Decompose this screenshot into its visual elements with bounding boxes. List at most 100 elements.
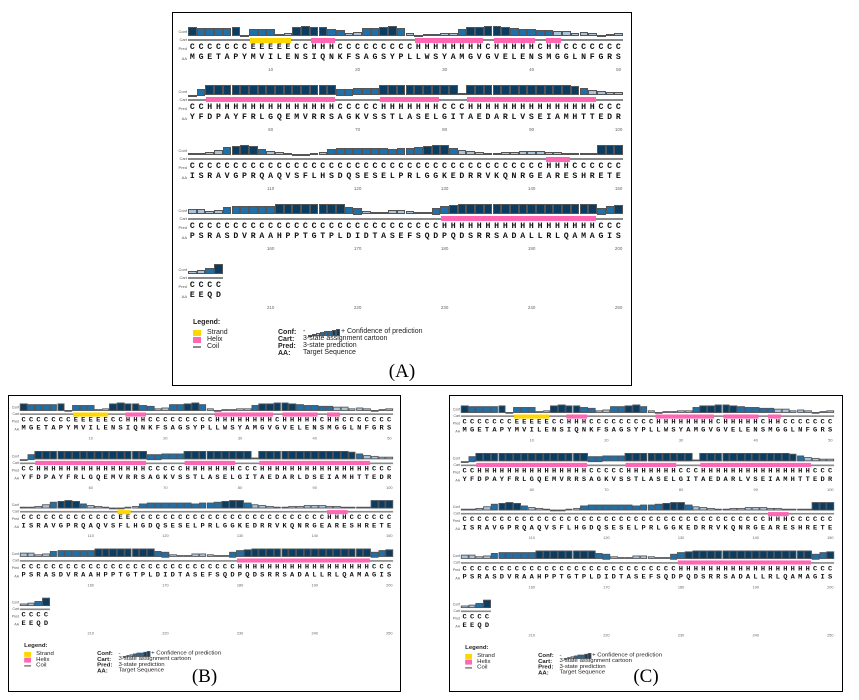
legend-strand: Strand	[477, 653, 495, 659]
confidence-bar	[231, 26, 241, 36]
legend-helix-swatch	[465, 659, 473, 665]
confidence-bar	[595, 410, 603, 413]
confidence-bar	[819, 501, 827, 511]
confidence-bar	[483, 506, 491, 511]
legend-key-pred_key: Pred:	[278, 343, 296, 350]
position-tick-label: 210	[266, 305, 275, 310]
confidence-bar	[535, 411, 543, 413]
confidence-bar	[169, 453, 177, 460]
helix-segment	[310, 37, 335, 43]
legend-coil: Coil	[477, 664, 488, 671]
confidence-bar	[273, 451, 282, 460]
prediction-sequence: CCCCCCCCCCCCCEECCCCCCCCCCCCCCCCCCCCCCCCC…	[21, 514, 395, 522]
confidence-bar	[535, 507, 543, 511]
confidence-bar	[248, 145, 258, 155]
confidence-bar	[116, 402, 125, 411]
position-tick-label: 60	[88, 485, 93, 490]
amino-acid-sequence: EEQD	[21, 619, 52, 628]
confidence-bar	[213, 555, 222, 558]
confidence-bar	[266, 150, 275, 155]
confidence-bar	[501, 151, 510, 155]
position-tick-label: 250	[614, 305, 623, 310]
confidence-bar	[353, 88, 362, 96]
position-tick-label: 220	[353, 305, 362, 310]
confidence-bar	[251, 457, 259, 460]
position-tick-label: 240	[752, 633, 759, 638]
row-label-conf: Conf	[452, 455, 461, 461]
confidence-bar	[303, 404, 311, 411]
row-label-aa: AA	[14, 573, 20, 578]
position-tick-label: 130	[236, 533, 244, 538]
row-label-cart: Cart	[179, 37, 187, 42]
confidence-bar	[228, 409, 237, 411]
confidence-bar	[236, 550, 244, 558]
confidence-bar	[431, 144, 441, 155]
legend-aa-desc: Target Sequence	[559, 669, 605, 676]
confidence-bar	[19, 403, 28, 411]
confidence-bar	[348, 548, 356, 558]
legend-strand: Strand	[36, 651, 54, 657]
legend-strand-swatch	[193, 330, 201, 336]
position-tick-label: 110	[528, 535, 535, 540]
legend-key-cart_key: Cart:	[278, 336, 295, 343]
confidence-bar	[669, 453, 678, 462]
confidence-bar	[301, 204, 310, 215]
confidence-bar	[243, 408, 252, 411]
confidence-bar	[662, 557, 670, 560]
confidence-bar	[191, 451, 200, 460]
confidence-bar	[570, 152, 580, 155]
confidence-bar	[751, 406, 760, 413]
confidence-bar	[79, 503, 88, 509]
confidence-bar	[396, 147, 406, 155]
confidence-bar	[325, 451, 334, 460]
confidence-bar	[231, 85, 241, 96]
confidence-bar	[257, 148, 267, 155]
confidence-bar	[64, 410, 73, 412]
confidence-bar	[184, 451, 192, 460]
legend-title: Legend:	[24, 642, 48, 649]
confidence-bar	[751, 550, 760, 560]
confidence-bar	[27, 602, 35, 607]
confidence-bar	[640, 406, 648, 413]
legend-pred-desc: 3-state prediction	[303, 342, 357, 349]
confidence-bar	[811, 501, 820, 511]
amino-acid-sequence: PSRASDVRAAHPPTGTPLDIDTASEFSQDPQDSRRSADAL…	[462, 573, 836, 581]
row-label-pred: Pred	[178, 224, 187, 230]
confidence-bar	[72, 451, 80, 460]
confidence-bar	[520, 552, 529, 560]
position-tick-label: 30	[678, 438, 684, 443]
position-tick-label: 80	[237, 485, 243, 490]
row-label-aa: AA	[181, 175, 187, 180]
confidence-bar	[283, 85, 293, 96]
confidence-bar	[273, 548, 282, 558]
confidence-bar	[550, 453, 558, 462]
confidence-bar	[64, 550, 73, 558]
confidence-bar	[542, 453, 551, 462]
helix-segment	[184, 460, 236, 465]
confidence-bar	[199, 553, 207, 558]
confidence-bar	[124, 403, 132, 411]
confidence-bar	[283, 32, 293, 36]
confidence-bar	[707, 507, 715, 511]
row-label-cart: Cart	[179, 275, 187, 280]
confidence-bar	[363, 455, 371, 460]
confidence-bar	[557, 550, 566, 560]
confidence-bar	[528, 406, 536, 413]
confidence-bar	[363, 548, 371, 558]
confidence-bar	[654, 412, 663, 414]
confidence-bar	[188, 94, 197, 97]
helix-segment	[380, 97, 440, 102]
confidence-bar	[184, 502, 192, 509]
legend-confidence-bar	[312, 334, 316, 337]
legend-title: Legend:	[465, 644, 489, 651]
confidence-bar	[588, 152, 597, 155]
confidence-bar	[492, 152, 502, 155]
position-tick-label: 160	[87, 582, 94, 587]
confidence-bar	[214, 85, 223, 96]
row-label-conf: Conf	[178, 29, 187, 34]
confidence-bar	[505, 552, 514, 560]
confidence-bar	[344, 89, 354, 96]
confidence-bar	[513, 552, 521, 560]
legend-coil-swatch	[193, 346, 201, 348]
